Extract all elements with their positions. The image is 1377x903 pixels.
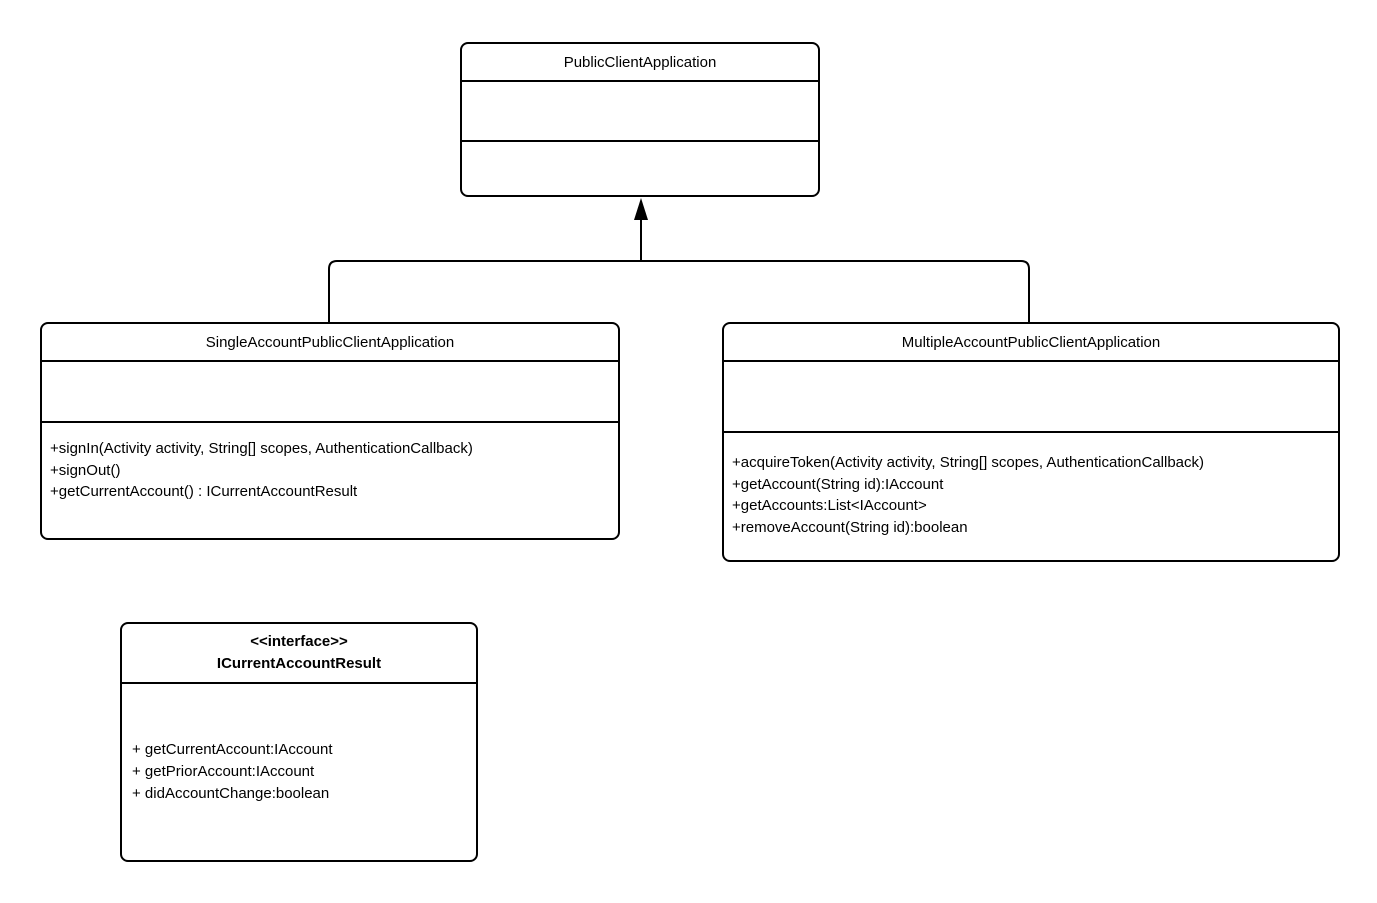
generalization-arrowhead-icon	[634, 198, 648, 220]
class-box-multiple-account-public-client-application: MultipleAccountPublicClientApplication +…	[722, 322, 1340, 562]
class-box-single-account-public-client-application: SingleAccountPublicClientApplication +si…	[40, 322, 620, 540]
generalization-edge	[328, 260, 1030, 322]
method-line: +getAccounts:List<IAccount>	[732, 497, 927, 514]
class-box-public-client-application: PublicClientApplication	[460, 42, 820, 197]
interface-title: ICurrentAccountResult	[216, 655, 382, 672]
fields-compartment	[42, 360, 618, 421]
methods-compartment: +signIn(Activity activity, String[] scop…	[42, 421, 618, 538]
methods-compartment: +acquireToken(Activity activity, String[…	[724, 431, 1338, 560]
members-compartment: + getCurrentAccount:IAccount + getPriorA…	[122, 682, 476, 862]
class-title-compartment: MultipleAccountPublicClientApplication	[724, 324, 1338, 360]
class-title: MultipleAccountPublicClientApplication	[901, 333, 1161, 351]
class-title: SingleAccountPublicClientApplication	[205, 333, 455, 351]
interface-stereotype: <<interface>>	[250, 633, 348, 650]
method-line: +getCurrentAccount() : ICurrentAccountRe…	[50, 483, 358, 500]
member-line: + getPriorAccount:IAccount	[132, 763, 315, 780]
method-line: +signOut()	[50, 461, 121, 479]
member-line: + didAccountChange:boolean	[132, 785, 330, 802]
member-line: + getCurrentAccount:IAccount	[132, 741, 333, 758]
fields-compartment	[724, 360, 1338, 431]
interface-title-compartment: <<interface>> ICurrentAccountResult	[122, 624, 476, 682]
method-line: +getAccount(String id):IAccount	[732, 475, 944, 493]
method-line: +removeAccount(String id):boolean	[732, 518, 968, 536]
interface-box-icurrent-account-result: <<interface>> ICurrentAccountResult + ge…	[120, 622, 478, 862]
fields-compartment	[462, 80, 818, 140]
method-line: +signIn(Activity activity, String[] scop…	[50, 440, 473, 457]
method-line: +acquireToken(Activity activity, String[…	[732, 454, 1205, 471]
class-title-compartment: PublicClientApplication	[462, 44, 818, 80]
class-title: PublicClientApplication	[563, 53, 717, 71]
class-title-compartment: SingleAccountPublicClientApplication	[42, 324, 618, 360]
methods-compartment	[462, 140, 818, 195]
